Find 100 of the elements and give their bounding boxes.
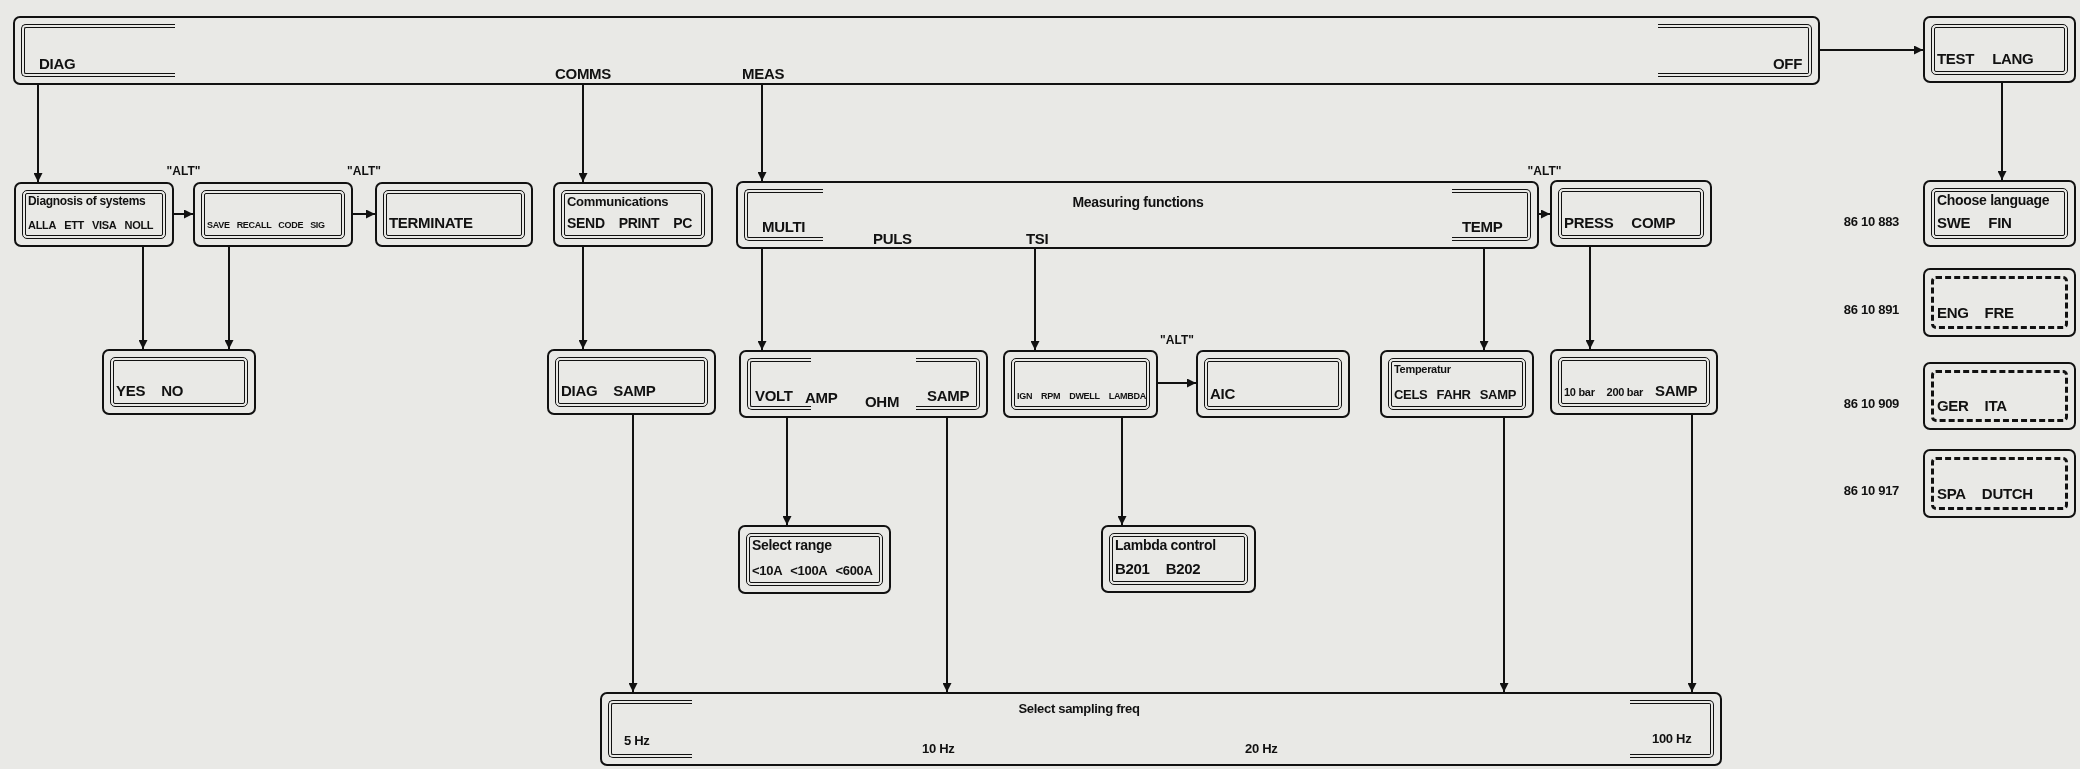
arrow xyxy=(1030,248,1040,351)
arrow xyxy=(757,248,767,351)
display-title: Select sampling freq xyxy=(1018,702,1140,717)
display-screen xyxy=(738,525,891,594)
arrow xyxy=(757,84,767,182)
arrow xyxy=(1157,378,1197,388)
arrow xyxy=(173,209,194,219)
menu-item: 5 Hz xyxy=(624,734,650,749)
menu-item: ALLA xyxy=(28,218,57,231)
menu-item: SPA xyxy=(1937,485,1966,502)
menu-item: B201 xyxy=(1115,560,1150,577)
part-number: 86 10 909 xyxy=(1843,396,1899,411)
menu-item: ITA xyxy=(1984,397,2007,414)
part-number: 86 10 883 xyxy=(1843,214,1899,229)
display-title: Temperatur xyxy=(1394,363,1451,376)
menu-item: TERMINATE xyxy=(389,214,473,231)
display-title: Choose language xyxy=(1937,193,2050,209)
menu-item: SAMP xyxy=(1479,387,1517,402)
edge-label: "ALT" xyxy=(1160,333,1194,347)
arrow xyxy=(782,417,792,526)
menu-item: PC xyxy=(673,215,693,231)
menu-item: 20 Hz xyxy=(1245,742,1278,757)
edge-label: "ALT" xyxy=(347,164,381,178)
menu-item: YES xyxy=(116,382,146,399)
arrow xyxy=(628,414,638,693)
menu-item: ENG xyxy=(1937,304,1969,321)
display-title: Diagnosis of systems xyxy=(28,195,146,209)
menu-item: FIN xyxy=(1988,214,2012,231)
menu-item: DWELL xyxy=(1069,392,1100,402)
menu-item: SAMP xyxy=(927,388,970,405)
display-screen xyxy=(736,181,1539,249)
part-number: 86 10 891 xyxy=(1843,302,1899,317)
menu-item: ETT xyxy=(64,218,85,231)
edge-label: "ALT" xyxy=(166,164,201,178)
menu-item: SAMP xyxy=(1655,382,1698,399)
display-screen xyxy=(1380,350,1534,418)
menu-item: IGN xyxy=(1017,392,1033,402)
menu-item: 10 Hz xyxy=(922,742,955,757)
edge-label: "ALT" xyxy=(1527,164,1562,178)
display-screen xyxy=(193,182,353,247)
menu-item: <10A xyxy=(752,563,783,578)
menu-item: LANG xyxy=(1992,50,2034,67)
display-screen xyxy=(13,16,1820,85)
menu-item: NOLL xyxy=(124,218,154,231)
menu-item: OHM xyxy=(865,394,900,411)
menu-item: GER xyxy=(1937,397,1969,414)
display-title: Measuring functions xyxy=(1072,195,1204,211)
menu-item: COMP xyxy=(1631,214,1676,231)
display-screen xyxy=(375,182,533,247)
arrow xyxy=(224,246,234,350)
display-screen xyxy=(1550,180,1712,247)
display-title: Select range xyxy=(752,538,832,554)
menu-item: B202 xyxy=(1165,560,1201,577)
display-screen xyxy=(1550,349,1718,415)
menu-item: SWE xyxy=(1937,214,1971,231)
menu-item: VISA xyxy=(92,218,117,231)
display-title: Lambda control xyxy=(1115,538,1216,554)
menu-item: FRE xyxy=(1984,304,2014,321)
menu-item: CODE xyxy=(278,221,304,231)
menu-item: TSI xyxy=(1026,231,1049,248)
arrow xyxy=(1687,414,1697,693)
arrow xyxy=(138,246,148,350)
arrow xyxy=(1499,417,1509,693)
menu-item: MULTI xyxy=(762,219,806,236)
display-screen xyxy=(600,692,1722,766)
menu-item: VOLT xyxy=(755,388,793,405)
arrow xyxy=(33,84,43,183)
display-screen xyxy=(1196,350,1350,418)
part-number: 86 10 917 xyxy=(1843,483,1899,498)
arrow xyxy=(1819,45,1924,55)
arrow xyxy=(578,246,588,350)
menu-item: SAMP xyxy=(613,382,656,399)
menu-item: TEMP xyxy=(1462,219,1503,236)
display-screen xyxy=(547,349,716,415)
menu-item: <100A xyxy=(790,563,828,578)
display-screen xyxy=(1003,350,1158,418)
display-screen xyxy=(1923,16,2076,83)
display-screen xyxy=(1101,525,1256,593)
arrow xyxy=(578,84,588,183)
arrow xyxy=(942,417,952,693)
menu-item: MEAS xyxy=(742,66,785,83)
menu-item: FAHR xyxy=(1436,387,1471,402)
arrow xyxy=(352,209,376,219)
menu-item: PULS xyxy=(873,231,912,248)
arrow xyxy=(1997,82,2007,181)
menu-item: CELS xyxy=(1394,387,1428,402)
arrow xyxy=(1585,246,1595,350)
menu-item: 100 Hz xyxy=(1652,732,1692,747)
arrow xyxy=(1117,417,1127,526)
arrow xyxy=(1538,209,1551,219)
display-screen xyxy=(553,182,713,247)
menu-item: AIC xyxy=(1210,385,1235,402)
menu-item: 200 bar xyxy=(1606,385,1644,398)
menu-item: SIG xyxy=(310,221,325,231)
menu-item: PRESS xyxy=(1564,214,1614,231)
menu-item: RECALL xyxy=(236,221,272,231)
display-title: Communications xyxy=(567,195,669,210)
menu-item: NO xyxy=(161,382,184,399)
menu-item: <600A xyxy=(835,563,873,578)
menu-item: LAMBDA xyxy=(1108,392,1146,402)
